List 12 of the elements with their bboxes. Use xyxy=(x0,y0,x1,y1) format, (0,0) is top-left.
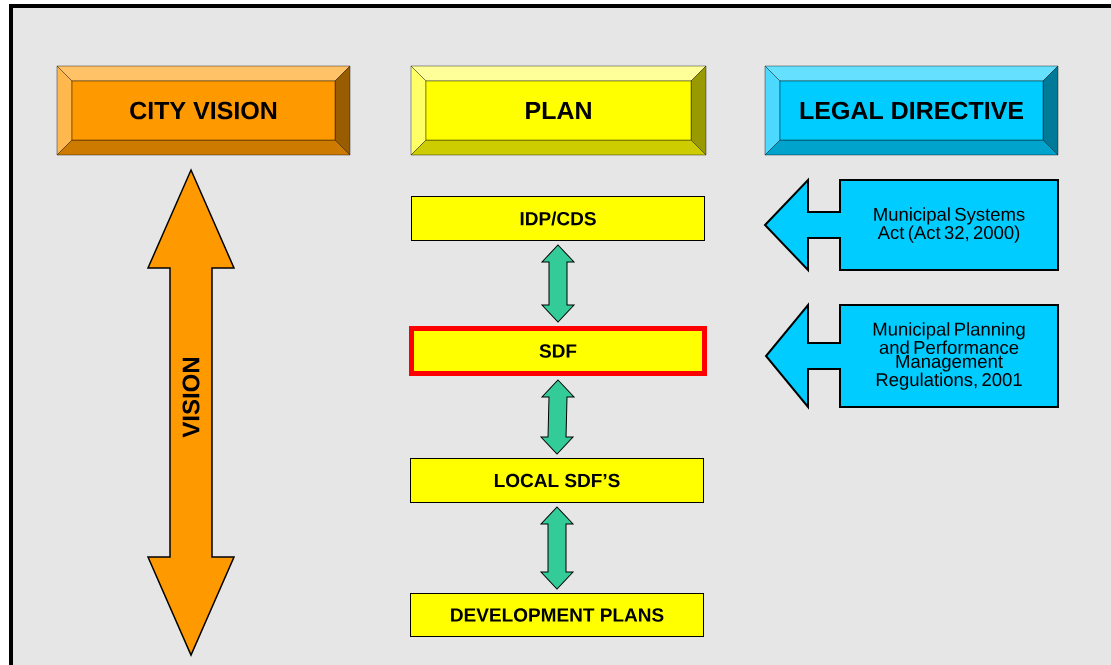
beveled-box: CITY VISION xyxy=(56,65,351,156)
process-box: DEVELOPMENT PLANS xyxy=(410,593,704,637)
double-arrow xyxy=(540,506,574,590)
beveled-box: PLAN xyxy=(410,65,707,156)
arrow-callout-box: Municipal Planning and Performance Management Regulations, 2001 xyxy=(764,302,1059,410)
process-box: LOCAL SDF’S xyxy=(410,458,704,503)
process-box: SDF xyxy=(409,326,707,376)
arrow-callout-box: Municipal Systems Act (Act 32, 2000) xyxy=(763,177,1059,273)
beveled-box: LEGAL DIRECTIVE xyxy=(764,65,1059,156)
process-box: IDP/CDS xyxy=(411,196,705,241)
double-arrow xyxy=(540,379,575,455)
double-arrow xyxy=(541,244,575,323)
